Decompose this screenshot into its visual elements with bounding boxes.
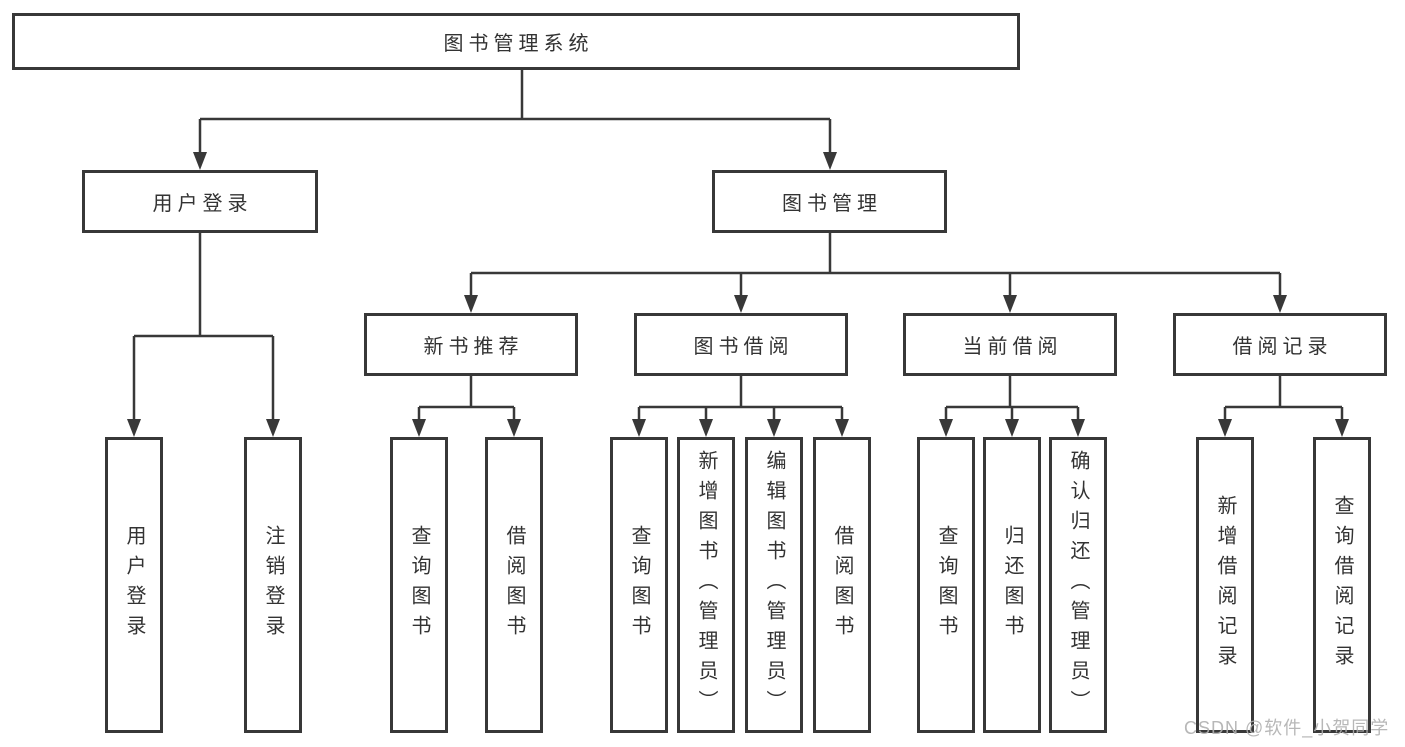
node-label: 查询借阅记录 bbox=[1331, 495, 1353, 675]
node-label: 借阅记录 bbox=[1232, 336, 1333, 358]
leaf-query-book-2: 查询图书 bbox=[610, 437, 668, 733]
csdn-watermark: CSDN @软件_小贺同学 bbox=[1184, 718, 1390, 738]
node-label: 编辑图书（管理员） bbox=[763, 450, 785, 720]
leaf-confirm-return-admin: 确认归还（管理员） bbox=[1049, 437, 1107, 733]
node-label: 用户登录 bbox=[152, 193, 253, 215]
node-current-borrow: 当前借阅 bbox=[903, 313, 1117, 376]
leaf-borrow-book-2: 借阅图书 bbox=[813, 437, 871, 733]
node-label: 图书管理系统 bbox=[443, 33, 594, 55]
node-label: 新书推荐 bbox=[423, 336, 524, 358]
leaf-add-borrow-record: 新增借阅记录 bbox=[1196, 437, 1254, 733]
leaf-logout: 注销登录 bbox=[244, 437, 302, 733]
node-book-borrow: 图书借阅 bbox=[634, 313, 848, 376]
node-label: 注销登录 bbox=[262, 525, 284, 645]
node-label: 当前借阅 bbox=[962, 336, 1063, 358]
node-label: 查询图书 bbox=[935, 525, 957, 645]
node-label: 新增借阅记录 bbox=[1214, 495, 1236, 675]
node-book-management: 图书管理 bbox=[712, 170, 947, 233]
node-label: 确认归还（管理员） bbox=[1067, 450, 1089, 720]
leaf-query-book-3: 查询图书 bbox=[917, 437, 975, 733]
leaf-return-book: 归还图书 bbox=[983, 437, 1041, 733]
node-label: 查询图书 bbox=[628, 525, 650, 645]
node-label: 归还图书 bbox=[1001, 525, 1023, 645]
node-label: 新增图书（管理员） bbox=[695, 450, 717, 720]
leaf-add-book-admin: 新增图书（管理员） bbox=[677, 437, 735, 733]
node-label: 借阅图书 bbox=[831, 525, 853, 645]
node-label: 图书借阅 bbox=[693, 336, 794, 358]
leaf-edit-book-admin: 编辑图书（管理员） bbox=[745, 437, 803, 733]
node-root-system: 图书管理系统 bbox=[12, 13, 1020, 70]
node-user-login: 用户登录 bbox=[82, 170, 318, 233]
node-label: 图书管理 bbox=[782, 193, 882, 215]
node-label: 查询图书 bbox=[408, 525, 430, 645]
leaf-query-borrow-record: 查询借阅记录 bbox=[1313, 437, 1371, 733]
node-label: 用户登录 bbox=[123, 525, 145, 645]
leaf-borrow-book-1: 借阅图书 bbox=[485, 437, 543, 733]
node-label: 借阅图书 bbox=[503, 525, 525, 645]
leaf-query-book-1: 查询图书 bbox=[390, 437, 448, 733]
node-borrow-records: 借阅记录 bbox=[1173, 313, 1387, 376]
node-new-book-recommend: 新书推荐 bbox=[364, 313, 578, 376]
leaf-user-login: 用户登录 bbox=[105, 437, 163, 733]
